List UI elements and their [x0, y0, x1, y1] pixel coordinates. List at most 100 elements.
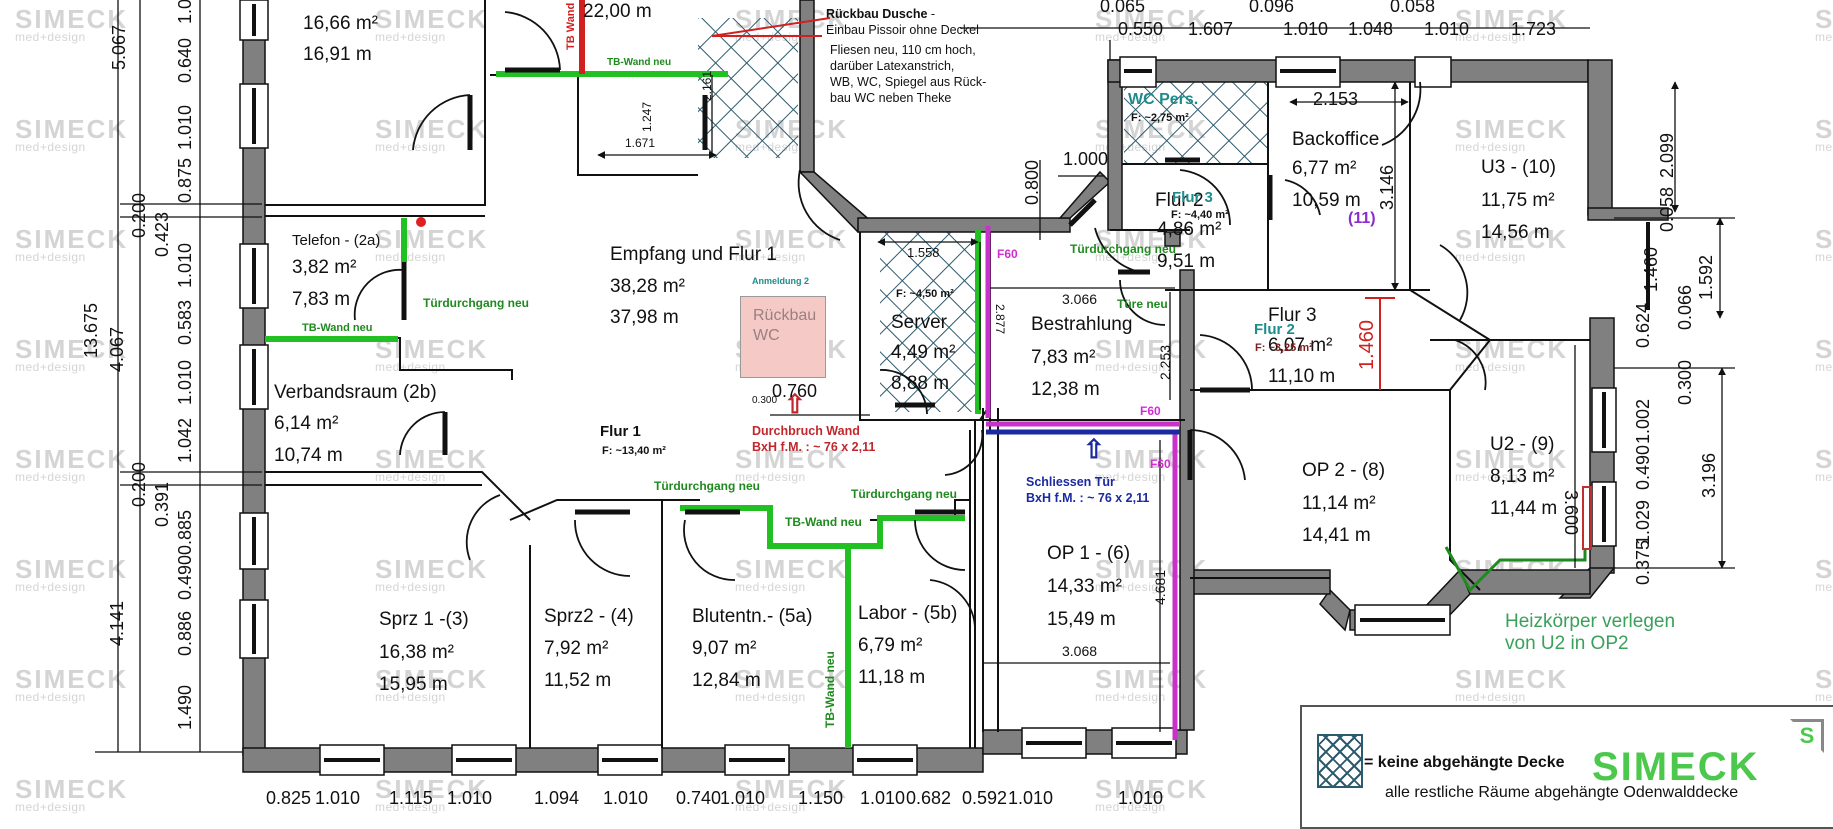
- room-flur3-area: 6,07 m²: [1268, 335, 1333, 356]
- dim-right-6: 0.300: [1675, 359, 1695, 405]
- dim-bottom-5: 1.010: [603, 788, 649, 808]
- note-flur2-overlay: Flur 2: [1254, 321, 1295, 338]
- note-f60-server: F60: [997, 247, 1018, 261]
- new-walls: [265, 71, 981, 748]
- dim-left-inner-1: 0.640: [175, 37, 195, 83]
- room-flur2-area: 4,86 m²: [1157, 219, 1222, 240]
- note-durchbruch: Durchbruch Wand BxH f.M. : ~ 76 x 2,11: [752, 424, 875, 455]
- simeck-logo: SIMECK: [1592, 745, 1760, 789]
- dim-3146: 3.146: [1377, 164, 1397, 210]
- dim-1671: 1.671: [625, 136, 656, 150]
- dim-2161: 2.161: [700, 70, 714, 101]
- dim-top-4: 1.010: [1283, 19, 1329, 39]
- dim-left-outer-2: 4.067: [107, 326, 127, 372]
- room-backoffice-area: 6,77 m²: [1292, 158, 1357, 179]
- room-telefon-area: 3,82 m²: [292, 257, 357, 278]
- dim-left-inner-13: 0.490: [175, 554, 195, 600]
- room-labor-perimeter: 11,18 m: [858, 667, 926, 688]
- door-swings: [353, 11, 1487, 631]
- dim-left-inner-10: 0.200: [129, 461, 149, 507]
- rueckbau-wc-box: Rückbau WC: [740, 296, 826, 378]
- callout-leader-lines: [711, 17, 831, 37]
- dim-bottom-6: 0.740: [676, 788, 722, 808]
- rueckbau-wc-line1: Rückbau: [753, 307, 817, 324]
- floor-plan-drawing: [95, 0, 1735, 776]
- note-durchbruch-line2: BxH f.M. : ~ 76 x 2,11: [752, 439, 876, 454]
- room-u3-name: U3 - (10): [1481, 157, 1556, 178]
- dim-right-5: 0.624: [1633, 302, 1653, 348]
- dim-right-8: 0.490: [1633, 444, 1653, 490]
- simeck-logo-mark-icon: S: [1790, 719, 1824, 753]
- dim-left-outer-1: 13.675: [81, 302, 101, 358]
- callout-line-5: bau WC neben Theke: [830, 91, 952, 106]
- room-flur3-name: Flur 3: [1268, 305, 1317, 326]
- room-wc-perimeter: 22,00 m: [583, 1, 652, 22]
- dim-left-inner-8: 1.010: [175, 359, 195, 405]
- room-sprz1-perimeter: 15,95 m: [379, 674, 448, 695]
- dim-3068: 3.068: [1062, 643, 1098, 659]
- dim-left-outer-0: 5.067: [109, 24, 129, 70]
- dim-1247: 1.247: [640, 101, 654, 132]
- arrow-up-blue-icon: ⇧: [1083, 434, 1105, 464]
- dim-left-inner-3: 0.875: [175, 157, 195, 203]
- room-telefon-perimeter: 7,83 m: [292, 289, 351, 310]
- room-u2-perimeter: 11,44 m: [1490, 498, 1558, 519]
- dim-1460-red: 1.460: [1356, 319, 1378, 370]
- note-tb-wand-neu-top: TB-Wand neu: [607, 57, 672, 68]
- note-flur2-overlay-area: F: ~3,25 m²: [1255, 342, 1313, 354]
- room-labor-area: 6,79 m²: [858, 635, 923, 656]
- legend-hatch-label: = keine abgehängte Decke: [1364, 754, 1565, 771]
- dim-left-inner-5: 0.423: [152, 211, 172, 257]
- dim-2153: 2.153: [1313, 89, 1359, 109]
- note-schliessen: Schliessen Tür BxH f.M. : ~ 76 x 2,11: [1026, 475, 1149, 506]
- dim-bottom-8: 1.150: [798, 788, 844, 808]
- room-sprz1-name: Sprz 1 -(3): [379, 609, 469, 630]
- note-heizkoerper: Heizkörper verlegen von U2 in OP2: [1505, 611, 1675, 655]
- note-flur1-area: F: ~13,40 m²: [602, 445, 666, 457]
- dim-top-3: 0.096: [1249, 0, 1295, 16]
- note-wc-pers: WC Pers.: [1128, 91, 1199, 108]
- dim-0760: 0.760: [772, 381, 818, 401]
- dim-2253: 2.253: [1157, 344, 1173, 380]
- dimension-lines: [95, 0, 1735, 753]
- dim-left-inner-14: 0.886: [175, 610, 195, 656]
- room-empfang-perimeter: 37,98 m: [610, 307, 679, 328]
- dim-right-7: 1.002: [1633, 398, 1653, 444]
- dim-top-1: 0.550: [1118, 19, 1164, 39]
- note-flur3-overlay: Flur 3: [1172, 189, 1213, 206]
- dim-4681: 4.681: [1152, 569, 1168, 605]
- callout-line-1: Einbau Pissoir ohne Deckel: [826, 23, 979, 38]
- note-schliessen-line2: BxH f.M. : ~ 76 x 2,11: [1026, 490, 1150, 505]
- dim-right-1: 0.058: [1657, 186, 1677, 232]
- room-u2-name: U2 - (9): [1490, 434, 1555, 455]
- room-server-area: 4,49 m²: [891, 342, 956, 363]
- dim-bottom-12: 1.010: [1008, 788, 1054, 808]
- dim-bottom-11: 0.592: [962, 788, 1008, 808]
- dim-left-outer-3: 4.141: [107, 600, 127, 646]
- note-tuerdurchgang-telefon: Türdurchgang neu: [423, 296, 529, 310]
- dim-right-0: 2.099: [1657, 132, 1677, 178]
- arrow-up-red-icon: ⇧: [784, 389, 806, 419]
- room-server-perimeter: 8,88 m: [891, 373, 950, 394]
- note-flur3-overlay-area: F: ~4,40 m²: [1171, 209, 1229, 221]
- callout-rueckbau-dusche: Rückbau Dusche - Einbau Pissoir ohne Dec…: [826, 6, 986, 107]
- room-verbandsraum-area: 6,14 m²: [274, 413, 339, 434]
- room-sprz1-area: 16,38 m²: [379, 642, 454, 663]
- room-sprz2-perimeter: 11,52 m: [544, 670, 612, 691]
- dim-left-inner-4: 0.200: [129, 192, 149, 238]
- dim-top-5: 1.048: [1348, 19, 1394, 39]
- dim-right-9: 1.029: [1633, 499, 1653, 545]
- note-tuerdurchgang-flur2: Türdurchgang neu: [1070, 242, 1176, 256]
- note-anmeldung2: Anmeldung 2: [752, 276, 810, 286]
- dim-top-2: 1.607: [1188, 19, 1234, 39]
- dim-top-8: 1.723: [1511, 19, 1557, 39]
- hatch-swatch-icon: [1317, 734, 1363, 788]
- note-heizkoerper-line2: von U2 in OP2: [1505, 632, 1629, 654]
- legend-box: = keine abgehängte Decke alle restliche …: [1300, 705, 1833, 829]
- legend-note: alle restliche Räume abgehängte Odenwald…: [1385, 784, 1739, 801]
- dim-left-inner-0: 1.010: [175, 0, 195, 24]
- room-flur3-perimeter: 11,10 m: [1268, 366, 1336, 387]
- dim-left-inner-15: 1.490: [175, 684, 195, 730]
- room-backoffice-tag: (11): [1348, 210, 1376, 227]
- note-wc-pers-area: F: ~2,75 m²: [1131, 112, 1189, 124]
